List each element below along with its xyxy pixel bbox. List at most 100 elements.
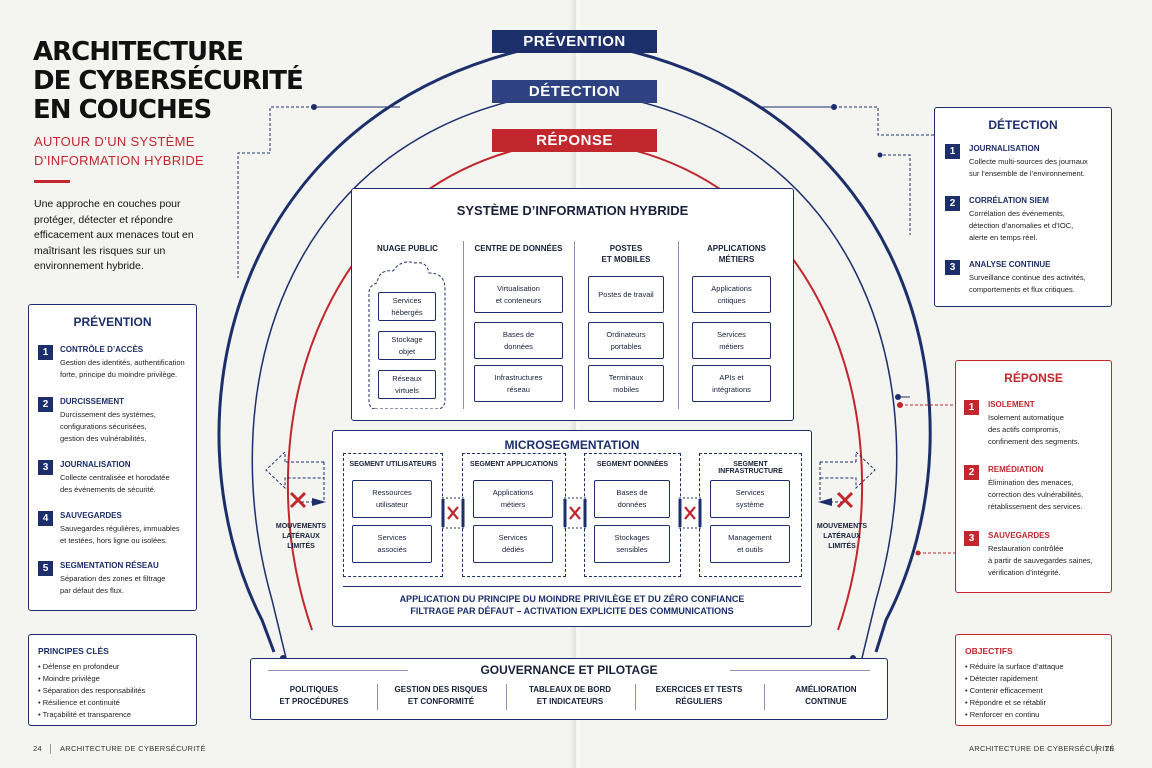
- footer-left-text: ARCHITECTURE DE CYBERSÉCURITÉ: [60, 744, 206, 753]
- principes-title: PRINCIPES CLÉS: [38, 646, 109, 656]
- list-item: • Résilience et continuité: [38, 698, 120, 707]
- detection-card: DÉTECTION 1 JOURNALISATION Collecte mult…: [934, 107, 1112, 307]
- list-item: • Détecter rapidement: [965, 674, 1038, 683]
- item-heading: CONTRÔLE D’ACCÈS: [60, 345, 144, 354]
- item-heading: JOURNALISATION: [60, 460, 131, 469]
- item-heading: CORRÉLATION SIEM: [969, 196, 1049, 205]
- footer-right-page-number: 25: [1105, 744, 1114, 753]
- list-item: • Moindre privilège: [38, 674, 100, 683]
- lateral-arrow-left: [265, 450, 324, 490]
- banner-prevention: PRÉVENTION: [492, 30, 657, 53]
- item-heading: REMÉDIATION: [988, 465, 1044, 474]
- item-number: 1: [964, 400, 979, 415]
- item-number: 3: [38, 460, 53, 475]
- page-subtitle: AUTOUR D’UN SYSTÈME D’INFORMATION HYBRID…: [34, 134, 205, 168]
- list-item: • Traçabilité et transparence: [38, 710, 132, 719]
- blocked-x-icon-left: [289, 491, 307, 509]
- blocked-link-3: [678, 497, 702, 529]
- micro-principle: APPLICATION DU PRINCIPE DU MOINDRE PRIVI…: [399, 594, 745, 616]
- item-heading: SEGMENTATION RÉSEAU: [60, 561, 159, 570]
- segment-heading: SEGMENT DONNÉES: [596, 461, 669, 468]
- item-number: 2: [945, 196, 960, 211]
- item-number: 3: [964, 531, 979, 546]
- item-heading: SAUVEGARDES: [60, 511, 122, 520]
- item-body: Élimination des menaces,correction des v…: [988, 478, 1084, 511]
- si-title: SYSTÈME D’INFORMATION HYBRIDE: [456, 203, 689, 218]
- segment-heading: SEGMENT INFRASTRUCTURE: [718, 461, 783, 475]
- item-body: Durcissement des systèmes,configurations…: [60, 410, 156, 443]
- item-body: Corrélation des événements,détection d’a…: [969, 209, 1074, 242]
- item-number: 1: [38, 345, 53, 360]
- gouvernance-title: GOUVERNANCE ET PILOTAGE: [480, 663, 658, 677]
- footer-right-text: ARCHITECTURE DE CYBERSÉCURITÉ: [969, 744, 1115, 753]
- item-heading: JOURNALISATION: [969, 144, 1040, 153]
- item-heading: DURCISSEMENT: [60, 397, 125, 406]
- reponse-card: RÉPONSE 1 ISOLEMENT Isolement automatiqu…: [955, 360, 1112, 593]
- detection-card-title: DÉTECTION: [988, 118, 1058, 132]
- principes-card: PRINCIPES CLÉS • Défense en profondeur •…: [28, 634, 197, 726]
- banner-reponse: RÉPONSE: [492, 129, 657, 152]
- blocked-link-2: [563, 497, 587, 529]
- item-number: 2: [38, 397, 53, 412]
- si-col-head-nuage: NUAGE PUBLIC: [377, 244, 438, 253]
- accent-rule: [34, 180, 70, 183]
- si-col-head-datacenter: CENTRE DE DONNÉES: [474, 244, 563, 253]
- page-title: ARCHITECTURE DE CYBERSÉCURITÉ EN COUCHES: [33, 37, 304, 125]
- segment-heading: SEGMENT APPLICATIONS: [470, 461, 558, 468]
- item-number: 2: [964, 465, 979, 480]
- gouvernance-box: [250, 658, 888, 720]
- principes-list: • Défense en profondeur • Moindre privil…: [38, 661, 145, 721]
- list-item: • Répondre et se rétablir: [965, 698, 1047, 707]
- list-item: • Contenir efficacement: [965, 686, 1043, 695]
- lateral-arrow-right: [820, 450, 876, 490]
- prevention-card: PRÉVENTION 1 CONTRÔLE D’ACCÈS Gestion de…: [28, 304, 197, 611]
- banner-detection: DÉTECTION: [492, 80, 657, 103]
- segment-heading: SEGMENT UTILISATEURS: [349, 461, 437, 468]
- si-hybride-box: SYSTÈME D’INFORMATION HYBRIDE NUAGE PUBL…: [351, 188, 794, 421]
- item-body: Surveillance continue des activités,comp…: [969, 273, 1086, 294]
- objectifs-list: • Réduire la surface d’attaque • Détecte…: [965, 661, 1064, 721]
- reponse-card-title: RÉPONSE: [1004, 371, 1063, 385]
- blocked-x-icon-right: [836, 491, 854, 509]
- micro-title: MICROSEGMENTATION: [504, 438, 640, 452]
- objectifs-title: OBJECTIFS: [965, 646, 1013, 656]
- footer-left-page-number: 24: [33, 744, 42, 753]
- item-heading: SAUVEGARDES: [988, 531, 1050, 540]
- list-item: • Renforcer en continu: [965, 710, 1040, 719]
- item-number: 3: [945, 260, 960, 275]
- si-item: Postes de travail: [588, 276, 664, 313]
- blocked-link-1: [441, 497, 465, 529]
- item-number: 1: [945, 144, 960, 159]
- list-item: • Défense en profondeur: [38, 662, 120, 671]
